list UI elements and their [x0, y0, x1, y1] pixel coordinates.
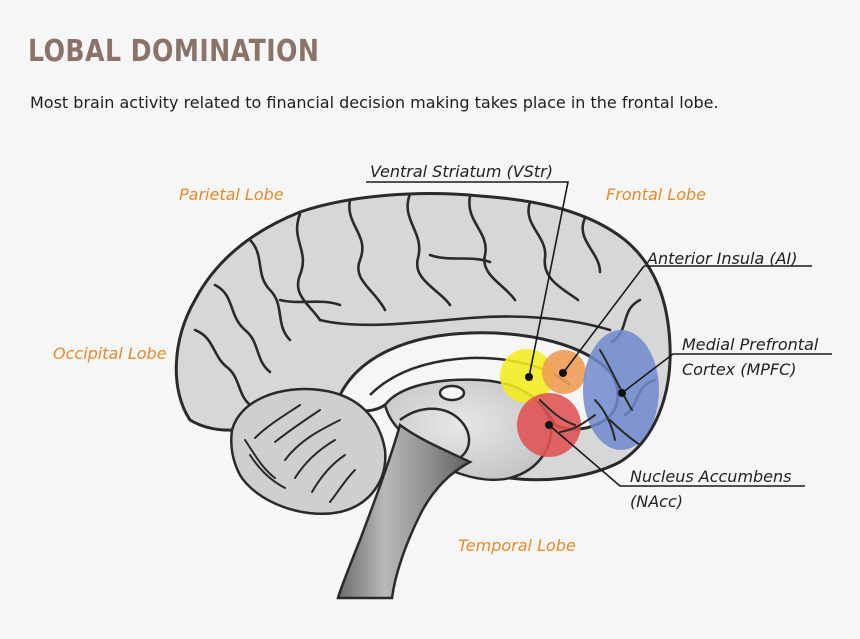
mpfc-label-line2: Cortex (MPFC)	[682, 360, 797, 379]
ai-label: Anterior Insula (AI)	[646, 249, 798, 268]
leader-lines	[366, 181, 832, 487]
cerebellum	[230, 387, 387, 515]
brain-stem	[336, 422, 473, 600]
temporal-lobe-label: Temporal Lobe	[458, 536, 576, 555]
occipital-lobe-label: Occipital Lobe	[53, 344, 167, 363]
endpoint-dots	[525, 369, 626, 429]
mpfc-label-line1: Medial Prefrontal	[682, 335, 819, 354]
page-subtitle: Most brain activity related to financial…	[30, 93, 719, 112]
parietal-lobe-label: Parietal Lobe	[179, 185, 284, 204]
vstr-label: Ventral Striatum (VStr)	[370, 162, 553, 181]
page-title: LOBAL DOMINATION	[28, 34, 320, 69]
nacc-label-line1: Nucleus Accumbens	[630, 467, 792, 486]
nacc-label-line2: (NAcc)	[630, 492, 683, 511]
gyri-folds	[193, 192, 657, 417]
frontal-lobe-label: Frontal Lobe	[606, 185, 706, 204]
region-veins	[539, 349, 641, 446]
